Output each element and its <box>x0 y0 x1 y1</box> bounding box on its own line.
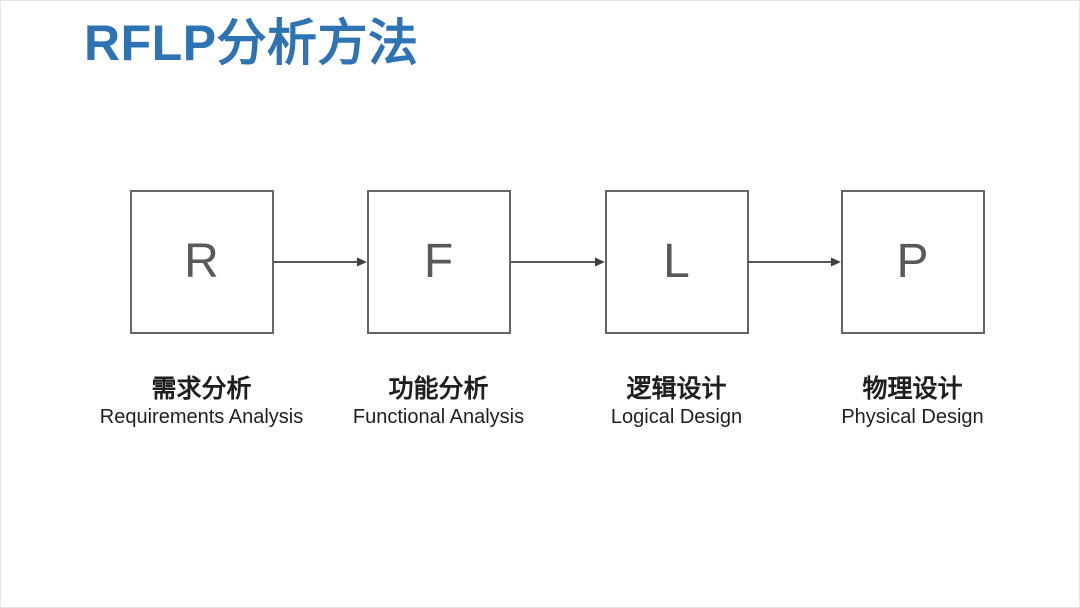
stage-box-l: L <box>604 190 749 334</box>
page-title: RFLP分析方法 <box>84 15 419 71</box>
stage-box-p: P <box>840 190 985 334</box>
stage-logical: L 逻辑设计 Logical Design <box>558 190 795 429</box>
stage-label-en: Functional Analysis <box>352 406 525 429</box>
arrow-f-to-l-icon <box>511 257 605 267</box>
stage-physical: P 物理设计 Physical Design <box>794 190 1031 429</box>
arrow-r-to-f-icon <box>274 257 367 267</box>
stage-letter-p: P <box>896 235 929 288</box>
stage-letter-r: R <box>184 235 219 288</box>
arrow-l-to-p-icon <box>748 257 841 267</box>
stage-letter-l: L <box>663 235 690 288</box>
stage-functional: F 功能分析 Functional Analysis <box>320 190 557 429</box>
stage-label-en: Logical Design <box>610 406 743 429</box>
stage-box-r: R <box>129 190 274 334</box>
stage-label-zh: 功能分析 <box>388 375 489 403</box>
stage-label-en: Requirements Analysis <box>99 406 304 429</box>
stage-label-zh: 需求分析 <box>151 375 252 403</box>
stage-label-zh: 物理设计 <box>862 375 963 403</box>
stage-label-en: Physical Design <box>841 406 984 429</box>
stage-letter-f: F <box>423 235 454 288</box>
stage-label-zh: 逻辑设计 <box>626 375 727 403</box>
rflp-flow-diagram: R 需求分析 Requirements Analysis F 功能分析 Func… <box>0 190 1080 470</box>
stage-box-f: F <box>366 190 511 334</box>
stage-requirements: R 需求分析 Requirements Analysis <box>83 190 320 429</box>
